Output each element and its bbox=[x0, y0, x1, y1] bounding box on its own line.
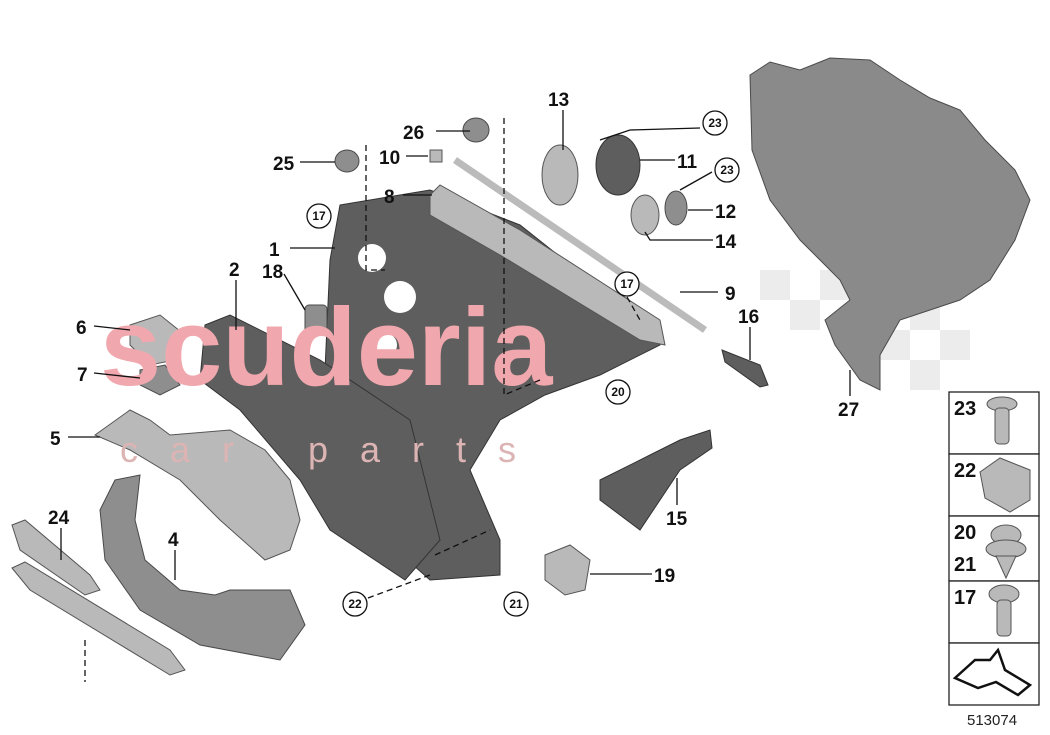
callout-4: 4 bbox=[168, 530, 179, 551]
screw-icon bbox=[988, 584, 1020, 637]
callout-18: 18 bbox=[262, 262, 283, 283]
callout-12: 12 bbox=[715, 202, 736, 223]
callout-13: 13 bbox=[548, 90, 569, 111]
part-15-cover bbox=[599, 429, 713, 531]
part-11-speaker bbox=[595, 134, 641, 196]
callout-7: 7 bbox=[77, 365, 88, 386]
panel-hole bbox=[384, 281, 416, 313]
legend-label-23: 23 bbox=[954, 398, 976, 420]
part-6-bezel bbox=[129, 314, 186, 366]
part-13-speaker-cover bbox=[541, 144, 579, 206]
part-12-tweeter bbox=[664, 190, 688, 226]
direction-arrow-icon bbox=[952, 647, 1033, 697]
part-9-seal-strip bbox=[453, 157, 707, 333]
callout-labels: 13 26 25 10 11 8 12 1 14 2 9 16 18 6 7 2… bbox=[48, 90, 859, 587]
panel-hole bbox=[358, 244, 386, 272]
part-19-bracket bbox=[544, 544, 591, 596]
legend-label-17: 17 bbox=[954, 587, 976, 609]
panel-hole bbox=[373, 333, 397, 357]
callout-11: 11 bbox=[677, 152, 698, 173]
part-4-pocket bbox=[99, 474, 306, 661]
part-5-armrest bbox=[93, 409, 301, 561]
callout-1: 1 bbox=[269, 240, 280, 261]
callout-9: 9 bbox=[725, 284, 736, 305]
callout-14: 14 bbox=[715, 232, 737, 253]
callout-25: 25 bbox=[273, 154, 295, 175]
circled-callouts: 23 23 17 17 20 22 21 bbox=[306, 110, 740, 617]
callout-15: 15 bbox=[666, 509, 688, 530]
part-25-grommet bbox=[334, 149, 360, 173]
callout-5: 5 bbox=[50, 429, 61, 450]
callout-6: 6 bbox=[76, 318, 87, 339]
leader-lines bbox=[60, 110, 851, 682]
part-7-bracket bbox=[139, 364, 181, 396]
circled-callout-17: 17 bbox=[312, 209, 326, 223]
circled-callout-23: 23 bbox=[708, 116, 722, 130]
callout-27: 27 bbox=[838, 400, 859, 421]
part-27-insulation bbox=[749, 57, 1031, 391]
circled-callout-23: 23 bbox=[720, 163, 734, 177]
legend-label-21: 21 bbox=[954, 554, 976, 576]
circled-callout-21: 21 bbox=[509, 597, 523, 611]
part-26-grommet bbox=[462, 117, 490, 143]
circled-callout-22: 22 bbox=[348, 597, 362, 611]
callout-10: 10 bbox=[379, 148, 400, 169]
expanding-rivet-icon bbox=[985, 524, 1027, 580]
part-14-tweeter-cover bbox=[630, 194, 660, 236]
callout-16: 16 bbox=[738, 307, 759, 328]
callout-2: 2 bbox=[229, 260, 240, 281]
screw-icon bbox=[986, 396, 1018, 445]
legend-label-22: 22 bbox=[954, 460, 976, 482]
part-10-clip bbox=[429, 149, 443, 163]
watermark-text: scuderia bbox=[100, 286, 553, 409]
diagram-id: 513074 bbox=[967, 712, 1017, 729]
watermark-subtext: car parts bbox=[120, 429, 548, 470]
legend-label-20: 20 bbox=[954, 522, 976, 544]
part-8-bracket bbox=[429, 184, 666, 346]
part-24-strip-lower bbox=[11, 561, 186, 676]
part-18-clip bbox=[304, 304, 328, 334]
circled-callout-20: 20 bbox=[611, 385, 625, 399]
callout-24: 24 bbox=[48, 508, 70, 529]
circled-callout-17: 17 bbox=[620, 277, 634, 291]
callout-19: 19 bbox=[654, 566, 675, 587]
callout-26: 26 bbox=[403, 123, 424, 144]
part-2-trim bbox=[199, 314, 441, 581]
part-24-strip bbox=[11, 519, 101, 596]
fastener-legend: 23 22 20 21 17 513074 bbox=[948, 391, 1040, 729]
clip-nut-icon bbox=[979, 457, 1031, 513]
part-16-bracket bbox=[721, 349, 769, 388]
callout-8: 8 bbox=[384, 187, 395, 208]
